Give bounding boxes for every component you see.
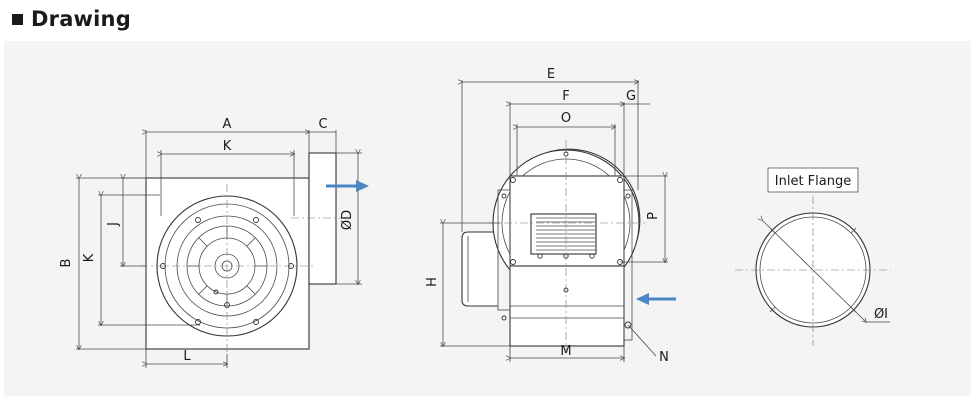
dim-label-o: O — [561, 111, 571, 126]
dim-label-c: C — [318, 117, 327, 132]
flange-title: Inlet Flange — [775, 174, 851, 189]
dim-label-p: P — [646, 212, 661, 220]
dim-label-g: G — [626, 89, 636, 104]
dim-label-i: ØI — [874, 307, 888, 322]
airflow-in-arrow-icon — [636, 293, 676, 305]
dim-label-k-top: K — [223, 139, 232, 154]
side-view: E F G O P H M N — [425, 67, 676, 365]
dim-label-a: A — [223, 117, 232, 132]
flange-view: Inlet Flange ØI — [735, 167, 891, 346]
dim-label-h: H — [425, 277, 440, 287]
dim-label-f: F — [562, 89, 569, 104]
front-view: A C K B K J ØD L — [59, 117, 369, 368]
dim-label-j: J — [106, 222, 121, 227]
dim-label-l: L — [183, 349, 191, 364]
section-title: Drawing — [31, 7, 131, 31]
section-header: Drawing — [12, 4, 131, 34]
dim-label-m: M — [560, 344, 571, 359]
flange-title-box — [767, 167, 859, 193]
dim-label-e: E — [547, 67, 555, 82]
outlet-duct — [308, 152, 337, 285]
dim-label-b: B — [59, 259, 74, 268]
dim-label-k-left: K — [82, 253, 97, 262]
dim-label-n: N — [659, 350, 669, 365]
dim-label-d: ØD — [340, 210, 355, 230]
airflow-out-arrow-icon — [326, 180, 369, 192]
square-bullet-icon — [12, 13, 23, 25]
